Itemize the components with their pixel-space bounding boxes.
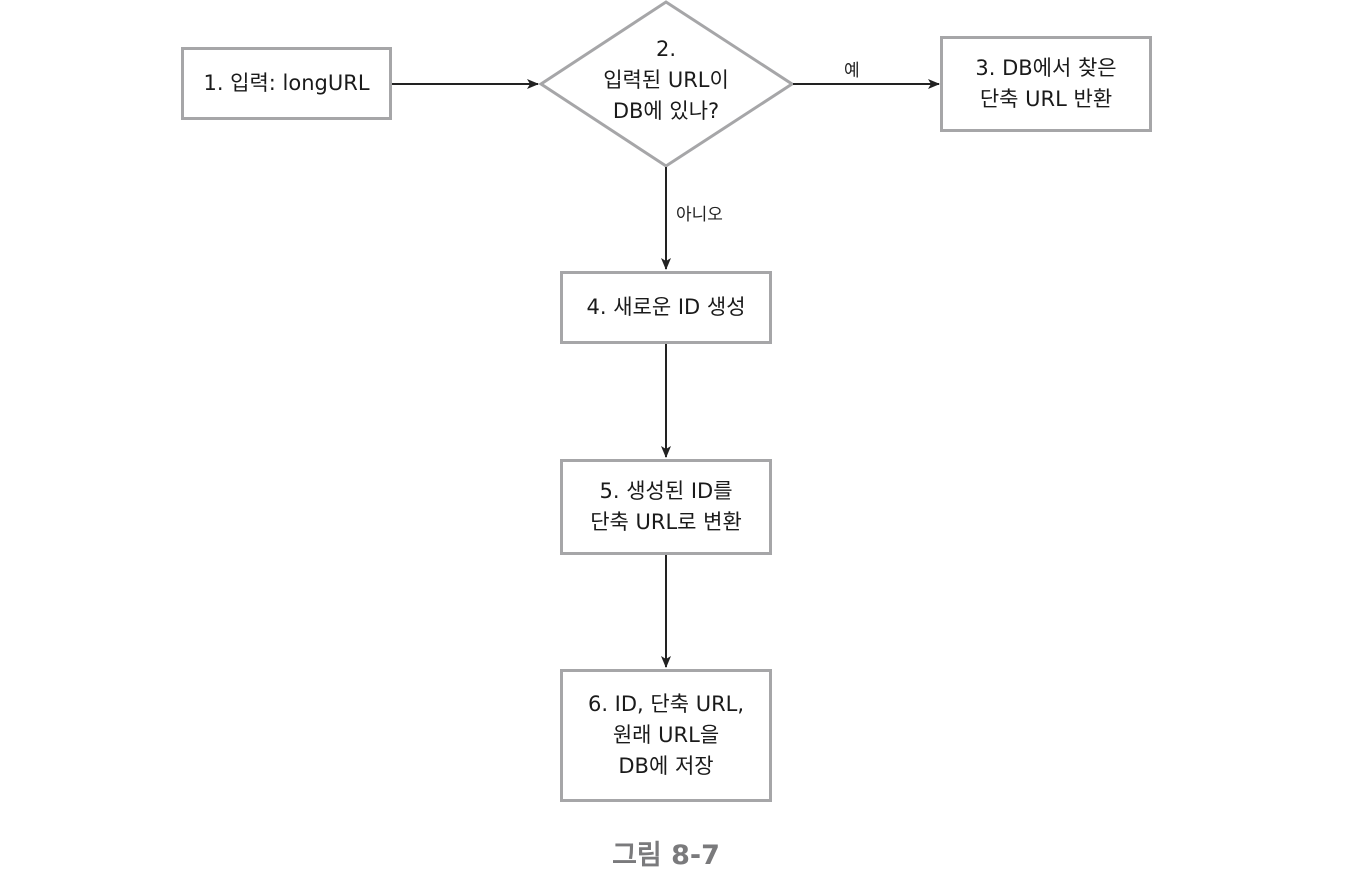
yes-edge-label: 예 <box>844 61 860 81</box>
step1-label: 1. 입력: longURL <box>203 71 370 95</box>
step2-decision-label: 2. 입력된 URL이 DB에 있나? <box>603 37 729 123</box>
no-edge-label: 아니오 <box>676 205 723 225</box>
step6-store-node: 6. ID, 단축 URL, 원래 URL을 DB에 저장 <box>560 669 772 802</box>
step3-return-node: 3. DB에서 찾은 단축 URL 반환 <box>940 36 1152 132</box>
step5-convert-node: 5. 생성된 ID를 단축 URL로 변환 <box>560 459 772 555</box>
step1-input-node: 1. 입력: longURL <box>181 47 392 120</box>
step5-label: 5. 생성된 ID를 단축 URL로 변환 <box>590 479 742 534</box>
step6-label: 6. ID, 단축 URL, 원래 URL을 DB에 저장 <box>587 692 745 778</box>
decision-diamond <box>538 0 795 168</box>
step4-label: 4. 새로운 ID 생성 <box>586 295 746 319</box>
step4-generate-id-node: 4. 새로운 ID 생성 <box>560 271 772 344</box>
figure-caption: 그림 8-7 <box>612 840 720 871</box>
step3-label: 3. DB에서 찾은 단축 URL 반환 <box>975 56 1117 111</box>
